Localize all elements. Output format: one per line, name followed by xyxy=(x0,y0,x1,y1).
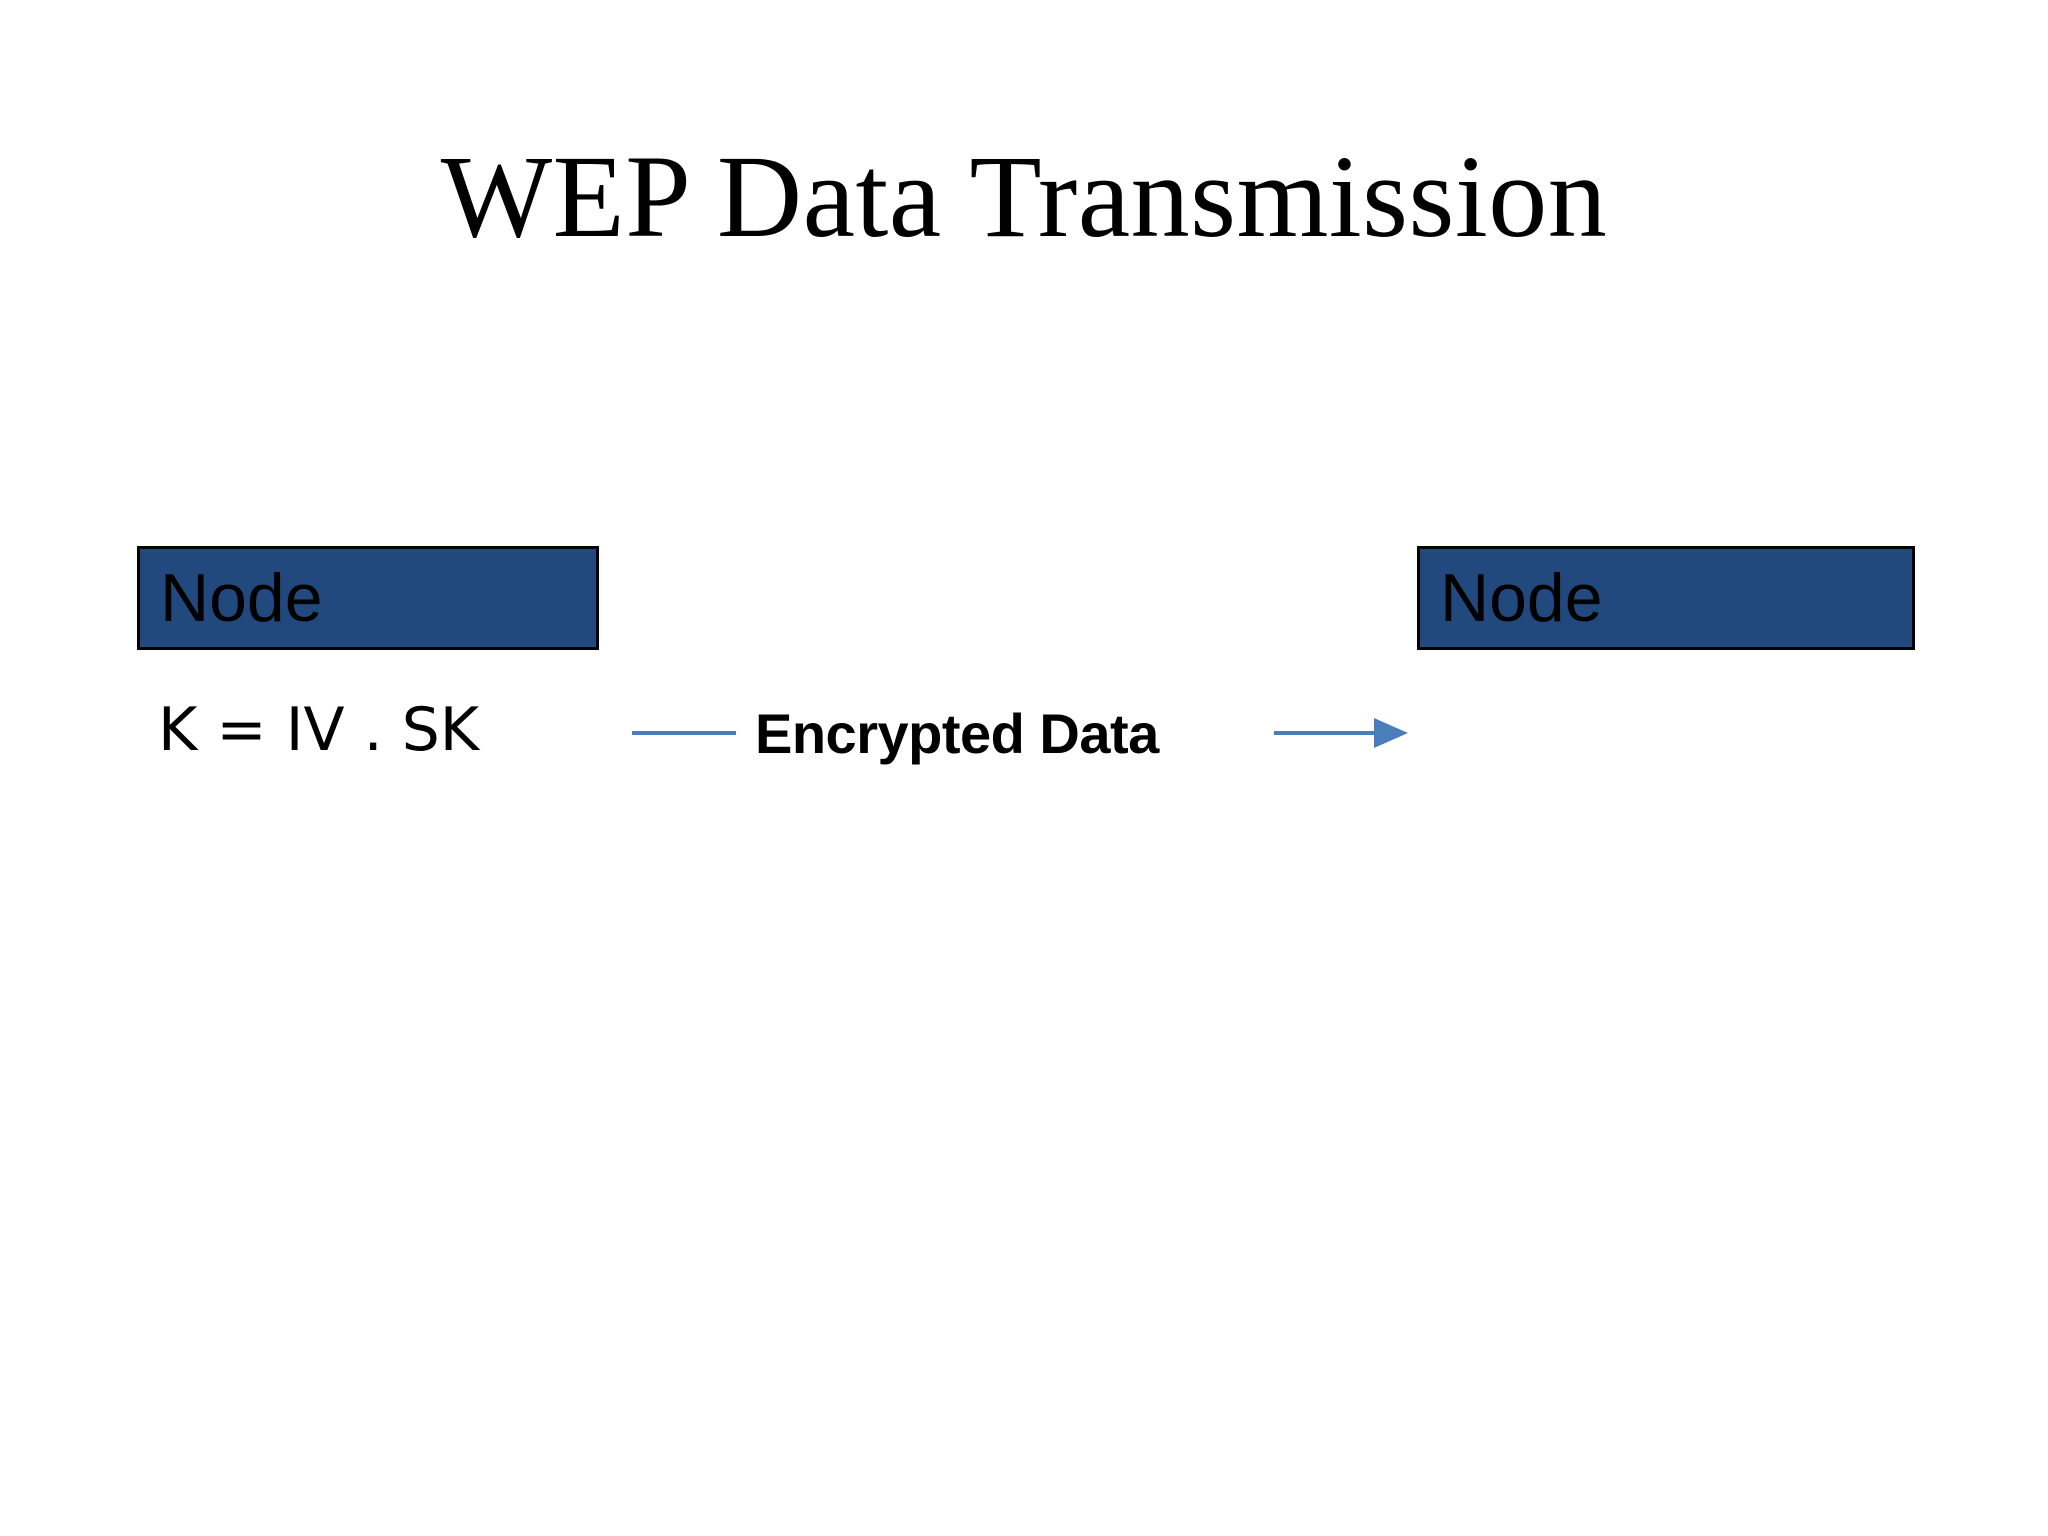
connector-line-left xyxy=(632,731,736,735)
node-box-receiver[interactable]: Node xyxy=(1417,546,1915,650)
encrypted-data-connector: Encrypted Data xyxy=(630,703,1410,765)
node-label-receiver: Node xyxy=(1440,560,1603,636)
page-title: WEP Data Transmission xyxy=(440,131,1608,262)
node-label-sender: Node xyxy=(160,560,323,636)
connector-label: Encrypted Data xyxy=(755,702,1159,765)
arrow-right-icon xyxy=(1374,718,1408,748)
key-expression-text: K = IV . SK xyxy=(158,695,480,765)
connector-line-right xyxy=(1274,731,1378,735)
node-box-sender[interactable]: Node xyxy=(137,546,599,650)
